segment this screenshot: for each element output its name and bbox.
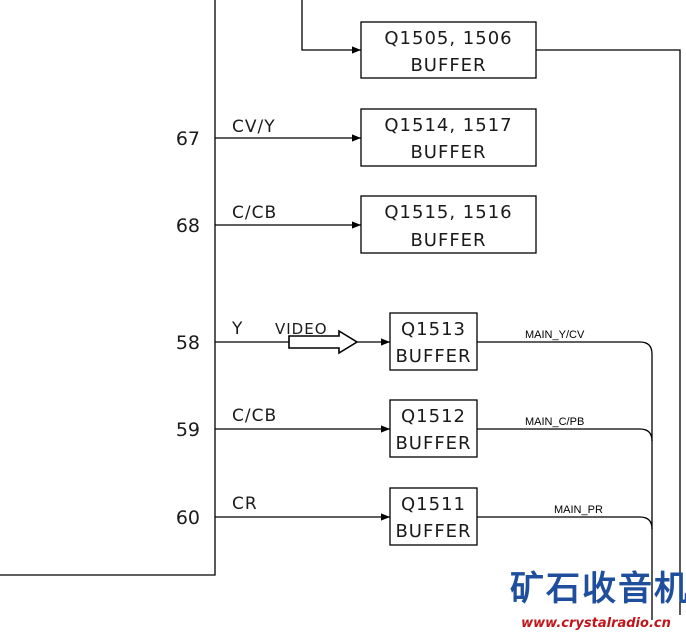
signal-c-cb: C/CB bbox=[232, 406, 277, 426]
buffer-q1514-label: BUFFER bbox=[410, 142, 486, 163]
output-main-c-pb bbox=[477, 428, 653, 442]
buffer-q1511-ref: Q1511 bbox=[401, 494, 466, 515]
pin-59: 59 bbox=[176, 419, 200, 441]
net-main-y-cv: MAIN_Y/CV bbox=[525, 329, 585, 341]
q1505-output bbox=[536, 49, 681, 615]
feed-q1505 bbox=[301, 0, 361, 54]
buffer-q1513: Q1513 BUFFER bbox=[389, 312, 478, 371]
pin-58: 58 bbox=[176, 332, 200, 354]
signal-cv-y: CV/Y bbox=[232, 117, 276, 137]
output-main-pr bbox=[477, 516, 653, 530]
buffer-q1512-label: BUFFER bbox=[395, 433, 471, 454]
net-main-c-pb: MAIN_C/PB bbox=[525, 416, 584, 428]
pin-60: 60 bbox=[176, 507, 200, 529]
buffer-q1512-ref: Q1512 bbox=[401, 406, 466, 427]
buffer-q1511: Q1511 BUFFER bbox=[389, 487, 478, 546]
buffer-q1515-ref: Q1515, 1516 bbox=[384, 202, 512, 223]
watermark-title: 矿石收音机 bbox=[510, 569, 686, 609]
signal-c-cb-top: C/CB bbox=[232, 203, 277, 223]
watermark-url: www.crystalradio.cn bbox=[521, 616, 671, 631]
buffer-q1515: Q1515, 1516 BUFFER bbox=[360, 195, 537, 254]
net-main-pr: MAIN_PR bbox=[554, 504, 603, 516]
watermark: 矿石收音机 www.crystalradio.cn bbox=[510, 569, 686, 631]
buffer-q1505-ref: Q1505, 1506 bbox=[384, 28, 512, 49]
signal-cr: CR bbox=[232, 494, 258, 514]
buffer-q1511-label: BUFFER bbox=[395, 521, 471, 542]
pin-67: 67 bbox=[176, 128, 200, 150]
buffer-q1505: Q1505, 1506 BUFFER bbox=[360, 21, 537, 79]
buffer-q1512: Q1512 BUFFER bbox=[389, 399, 478, 458]
signal-y: Y bbox=[231, 319, 243, 339]
buffer-q1513-ref: Q1513 bbox=[401, 319, 466, 340]
buffer-q1514: Q1514, 1517 BUFFER bbox=[360, 108, 537, 167]
buffer-q1514-ref: Q1514, 1517 bbox=[384, 115, 512, 136]
buffer-q1513-label: BUFFER bbox=[395, 346, 471, 367]
output-main-y-cv bbox=[477, 341, 653, 620]
buffer-q1505-label: BUFFER bbox=[410, 55, 486, 76]
pin-68: 68 bbox=[176, 215, 200, 237]
video-arrow-icon bbox=[288, 329, 359, 355]
buffer-q1515-label: BUFFER bbox=[410, 230, 486, 251]
ic-outline bbox=[0, 0, 216, 576]
video-label: VIDEO bbox=[275, 320, 328, 338]
